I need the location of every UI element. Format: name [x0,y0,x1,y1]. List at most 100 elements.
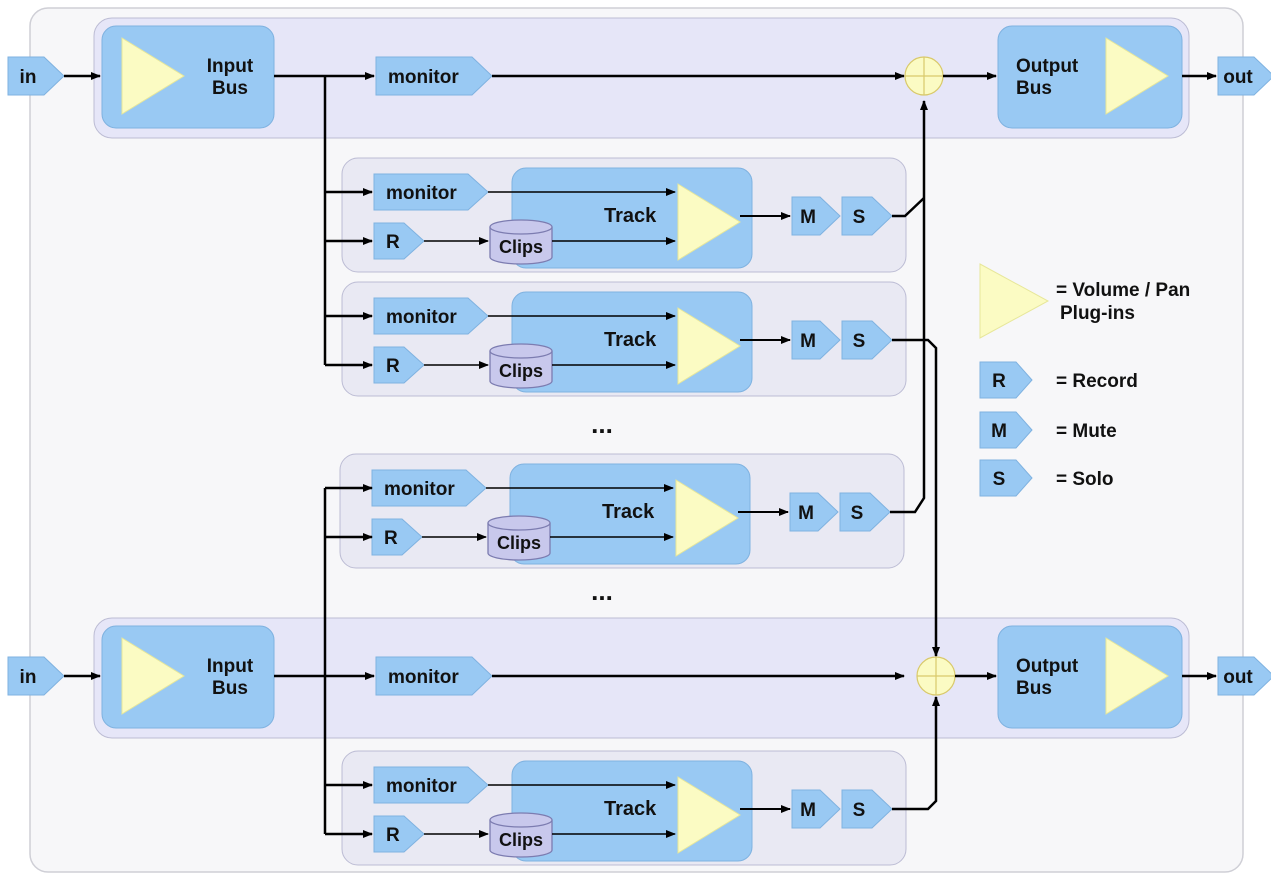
bus-1-monitor-label: monitor [388,67,459,88]
bus-2-output-amp [1105,637,1169,715]
track-1-mute-shape [791,196,841,236]
track-3-monitor-label: monitor [384,479,455,500]
track-2-clips-label: Clips [499,361,543,381]
legend-record-text: = Record [1056,371,1138,392]
bus-1-input-bus-label-1: Input [207,56,254,77]
track-2-clips-top [489,343,553,359]
bus-2-in-tag: in [7,656,65,696]
track-3-solo-shape [839,492,891,532]
track-2-mute-label: M [800,331,816,352]
track-2-monitor-shape [373,297,489,335]
bus-2-input-bus-label-1: Input [207,656,254,677]
track-4-solo-shape [841,789,893,829]
track-4-out [892,720,938,811]
ellipsis-2: ... [591,576,613,606]
track-3-clips: Clips [487,515,551,561]
track-4-record-shape [373,815,425,853]
track-2-track-label: Track [604,329,657,351]
bus-2-in-tag-shape [7,656,65,696]
bus-1-in-tag: in [7,56,65,96]
bus-1-output-bus-label-1: Output [1016,56,1079,77]
track-1-monitor-label: monitor [386,183,457,204]
track-2-record-label: R [386,356,400,377]
track-4-track-label: Track [604,798,657,820]
track-1-clips-label: Clips [499,237,543,257]
bus-2-monitor-shape [375,656,493,696]
track-2-out [892,338,938,640]
track-4-solo: S [841,789,893,829]
track-1-solo-shape [841,196,893,236]
bus-1-output-amp [1105,37,1169,115]
track-4-solo-label: S [853,800,866,821]
bus-2-output-bus-label-1: Output [1016,656,1079,677]
bus-1-output-bus-label-2: Bus [1016,78,1052,99]
track-4-monitor: monitor [373,766,489,804]
track-1-mute-label: M [800,207,816,228]
track-1-clips: Clips [489,219,553,265]
track-1-monitor-shape [373,173,489,211]
track-3-amp [675,479,739,557]
track-2-amp [677,307,741,385]
track-2-monitor-label: monitor [386,307,457,328]
track-4-clips-top [489,812,553,828]
track-3-mute: M [789,492,839,532]
track-2-record-shape [373,346,425,384]
track-1-out [892,197,925,218]
track-2-clips: Clips [489,343,553,389]
track-4-record-label: R [386,825,400,846]
bus-1-out-tag: out [1217,56,1271,96]
bus-1-in-tag-label: in [20,67,37,88]
legend-solo-icon [979,459,1033,497]
track-4-clips: Clips [489,812,553,858]
bus-2-input-bus-label-2: Bus [212,678,248,699]
legend-record-icon [979,361,1033,399]
track-1-record-shape [373,222,425,260]
track-4-clips-body [489,820,553,858]
track-4-monitor-shape [373,766,489,804]
legend-record-letter: R [992,371,1006,392]
track-3-record: R [371,518,423,556]
track-4-mute-label: M [800,800,816,821]
legend-mute-icon [979,411,1033,449]
legend-solo-letter: S [993,469,1006,490]
track-2-mute: M [791,320,841,360]
legend-mute-text: = Mute [1056,421,1117,442]
bus-2-in-tag-label: in [20,667,37,688]
bus-2-monitor-label: monitor [388,667,459,688]
track-4-monitor-label: monitor [386,776,457,797]
track-2-solo-shape [841,320,893,360]
legend-mute-letter: M [991,421,1007,442]
track-1-record-label: R [386,232,400,253]
track-1-solo: S [841,196,893,236]
track-3-out [890,112,926,514]
track-4-record: R [373,815,425,853]
legend-amp-text-2: Plug-ins [1060,303,1135,324]
track-4-amp [677,776,741,854]
track-3-monitor: monitor [371,469,487,507]
track-3-clips-body [487,523,551,561]
track-2-solo-label: S [853,331,866,352]
legend-amp-text-1: = Volume / Pan [1056,280,1190,301]
track-4-mute-shape [791,789,841,829]
track-1-track-label: Track [604,205,657,227]
track-3-clips-label: Clips [497,533,541,553]
track-3-solo: S [839,492,891,532]
track-4-clips-label: Clips [499,830,543,850]
bus-1-in-tag-shape [7,56,65,96]
track-1-monitor: monitor [373,173,489,211]
track-1-amp [677,183,741,261]
legend-record: R = Record [979,361,1138,399]
legend-amp-icon [979,263,1050,339]
track-1-clips-body [489,227,553,265]
bus-1-out-tag-label: out [1223,67,1253,88]
track-1-record: R [373,222,425,260]
track-3-clips-top [487,515,551,531]
bus-2-out-tag-shape [1217,656,1271,696]
legend-solo: S= Solo [979,459,1114,497]
bus-1-monitor: monitor [375,56,493,96]
ellipsis-1: ... [591,409,613,439]
track-1-mute: M [791,196,841,236]
